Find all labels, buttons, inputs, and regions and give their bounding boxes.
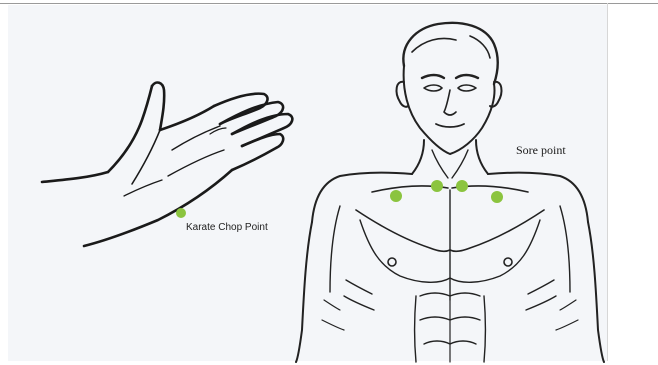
sore-point-label: Sore point [516,143,566,158]
sore-point-marker-center-left [431,180,443,192]
sore-point-marker-right [491,191,503,203]
sore-point-marker-left [390,190,402,202]
karate-chop-point-marker [176,208,186,218]
sore-point-marker-center-right [456,180,468,192]
human-torso-illustration [296,23,604,362]
karate-chop-point-label: Karate Chop Point [186,222,268,233]
acupressure-points [176,180,503,218]
